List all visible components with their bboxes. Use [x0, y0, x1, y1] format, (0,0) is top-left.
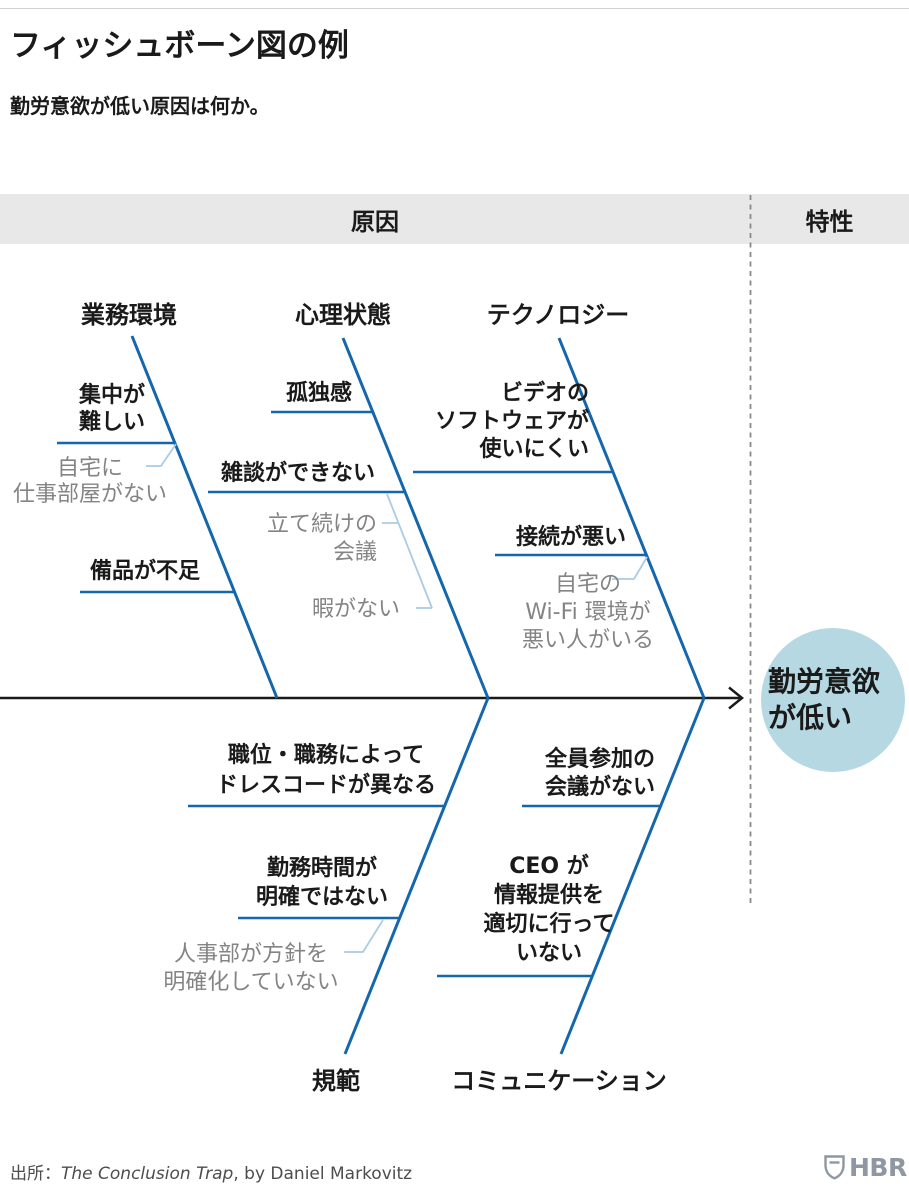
connector-hr-policy: [344, 919, 384, 953]
branch-label-norms: 規範: [312, 1067, 360, 1095]
cause-loneliness: 孤独感: [285, 381, 352, 406]
branch-label-technology: テクノロジー: [486, 301, 630, 329]
cause-no-workroom-at-home: 自宅に 仕事部屋がない: [12, 456, 167, 507]
page-title: フィッシュボーン図の例: [10, 28, 349, 64]
source-rest: , by Daniel Markovitz: [233, 1164, 413, 1184]
cause-back-to-back-meetings: 立て続けの 会議: [266, 512, 377, 565]
hbr-logo: HBR: [824, 1153, 907, 1182]
effect-circle: [761, 628, 905, 772]
cause-video-software-hard-to-use: ビデオの ソフトウェアが 使いにくい: [434, 381, 589, 462]
hbr-shield-icon: [824, 1155, 845, 1180]
connector-bad-home-wifi: [612, 556, 648, 580]
cause-hr-no-clear-policy: 人事部が方針を 明確化していない: [163, 942, 339, 995]
cause-ceo-not-informing: CEO が 情報提供を 適切に行って いない: [483, 854, 615, 966]
page-subtitle: 勤労意欲が低い原因は何か。: [10, 94, 270, 118]
cause-hard-to-focus: 集中が 難しい: [78, 383, 145, 435]
cause-bad-home-wifi: 自宅の Wi-Fi 環境が 悪い人がいる: [521, 572, 654, 653]
effect-label: 勤労意欲 が低い: [768, 665, 881, 734]
column-header-band: [0, 194, 909, 244]
cause-lack-of-supplies: 備品が不足: [89, 559, 200, 584]
cause-ribs: [57, 410, 661, 978]
cause-no-free-time: 暇がない: [311, 597, 400, 622]
cause-unclear-work-hours: 勤務時間が 明確ではない: [255, 856, 388, 910]
column-header-causes: 原因: [351, 207, 399, 236]
branch-line-technology: [557, 337, 706, 699]
branch-label-communication: コミュニケーション: [451, 1067, 667, 1095]
connector-no-workroom: [146, 443, 177, 467]
cause-no-small-talk: 雑談ができない: [220, 461, 375, 486]
hbr-logo-text: HBR: [849, 1153, 907, 1182]
cause-no-all-hands-meeting: 全員参加の 会議がない: [544, 747, 655, 800]
top-rule: [0, 8, 909, 9]
source-title: The Conclusion Trap: [61, 1164, 234, 1184]
connector-psych-slant: [386, 493, 433, 609]
branch-label-psychology: 心理状態: [295, 301, 391, 329]
branch-line-work-environment: [130, 335, 279, 699]
branch-line-communication: [559, 697, 706, 1055]
source-line: 出所：The Conclusion Trap, by Daniel Markov…: [10, 1159, 412, 1184]
column-header-effect: 特性: [805, 207, 854, 236]
branch-diagonals: [130, 335, 706, 1055]
source-prefix: 出所：: [10, 1164, 61, 1184]
subcause-connectors: [146, 443, 648, 953]
branch-line-psychology: [341, 337, 490, 699]
cause-dress-code-differs: 職位・職務によって ドレスコードが異なる: [215, 743, 436, 798]
cause-bad-connection: 接続が悪い: [515, 525, 626, 550]
branch-label-work-environment: 業務環境: [81, 301, 177, 329]
branch-line-norms: [343, 697, 490, 1055]
arrow-head: [728, 686, 744, 710]
